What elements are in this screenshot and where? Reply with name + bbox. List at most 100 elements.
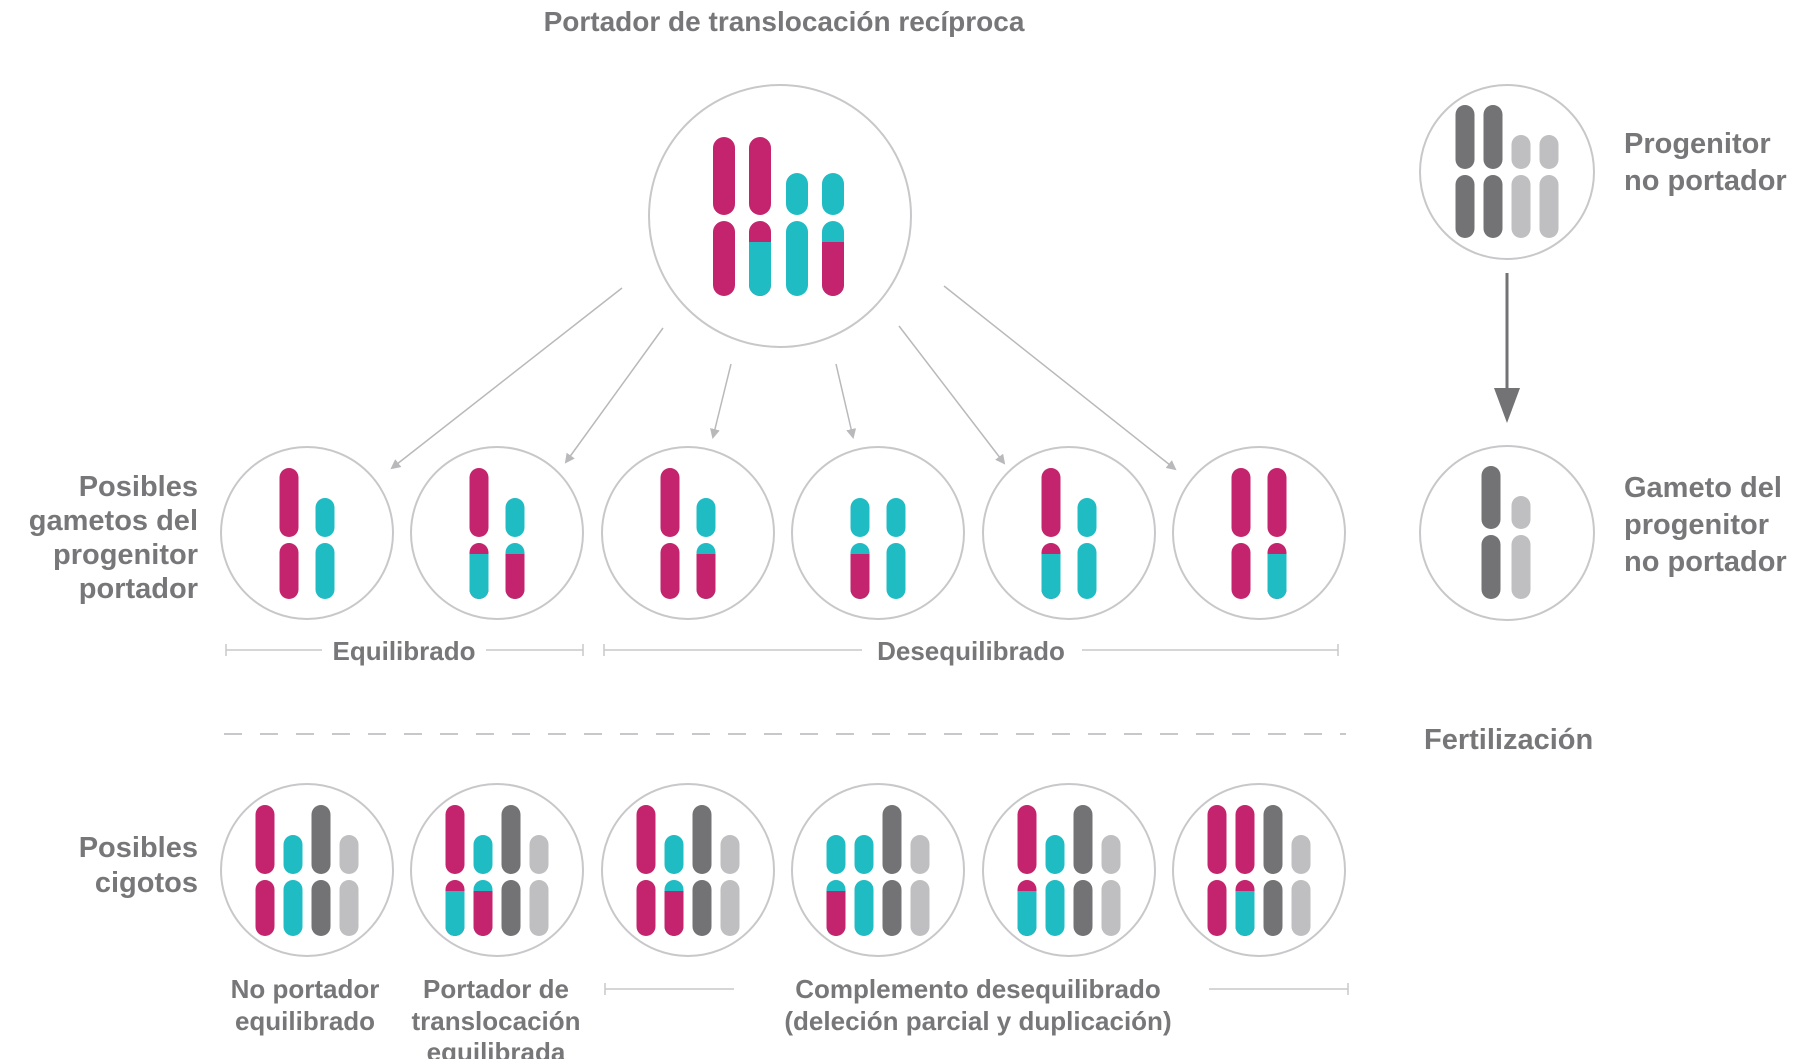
chromosome xyxy=(786,173,808,296)
zygote-row-label-line-1: Posibles xyxy=(79,832,198,864)
chromosome-upper-arm xyxy=(720,835,740,874)
gamete xyxy=(601,446,775,620)
chromosome-upper-arm xyxy=(1235,805,1255,874)
zygote-row xyxy=(220,783,1346,957)
chromosome xyxy=(1073,805,1093,936)
chromosome xyxy=(854,835,874,936)
chromosome xyxy=(822,173,844,296)
chromosome-lower-arm xyxy=(339,880,359,936)
chromosome xyxy=(469,468,489,599)
chromosome-translocated-segment xyxy=(850,554,870,599)
chromosome-lower-arm xyxy=(1101,880,1121,936)
chromosome-upper-arm xyxy=(822,173,844,215)
chromosome-upper-arm xyxy=(854,835,874,874)
chromosome-lower-arm xyxy=(910,880,930,936)
zygote-circle xyxy=(1172,783,1346,957)
noncarrier-gamete-chromosomes xyxy=(1481,466,1531,599)
chromosome xyxy=(501,805,521,936)
chromosome-upper-arm xyxy=(882,805,902,874)
gamete-row-label-line-2: gametos del xyxy=(29,505,198,537)
chromosome-upper-arm xyxy=(636,805,656,874)
chromosome-upper-arm xyxy=(1455,105,1475,169)
chromosome xyxy=(1511,135,1531,238)
chromosome xyxy=(1235,805,1255,936)
carrier-parent-chromosomes xyxy=(713,137,844,296)
chromosome xyxy=(473,835,493,936)
zygote xyxy=(220,783,394,957)
chromosome-lower-arm xyxy=(311,880,331,936)
chromosome-upper-arm xyxy=(1539,135,1559,169)
chromosome xyxy=(910,835,930,936)
gamete-circle xyxy=(601,446,775,620)
chromosome-upper-arm xyxy=(692,805,712,874)
zygote-row-label-line-2: cigotos xyxy=(95,867,198,899)
noncarrier-parent-label-line-2: no portador xyxy=(1624,165,1787,197)
chromosome xyxy=(445,805,465,936)
chromosome xyxy=(1017,805,1037,936)
chromosome-upper-arm xyxy=(1267,468,1287,537)
chromosome-upper-arm xyxy=(315,498,335,537)
chromosome xyxy=(720,835,740,936)
chromosome-lower-arm xyxy=(1207,880,1227,936)
chromosome-upper-arm xyxy=(279,468,299,537)
noncarrier-gamete-circle xyxy=(1419,445,1595,621)
zygote-circle xyxy=(791,783,965,957)
chromosome-upper-arm xyxy=(1073,805,1093,874)
noncarrier-parent-label-line-1: Progenitor xyxy=(1624,128,1771,160)
chromosome xyxy=(1267,468,1287,599)
chromosome-lower-arm xyxy=(1455,175,1475,238)
gamete-row-label-line-1: Posibles xyxy=(79,471,198,503)
carrier-caption-line-3: equilibrada xyxy=(427,1037,566,1059)
chromosome-upper-arm xyxy=(664,835,684,874)
chromosome xyxy=(636,805,656,936)
chromosome xyxy=(311,805,331,936)
gamete-circle xyxy=(410,446,584,620)
chromosome-upper-arm xyxy=(339,835,359,874)
chromosome-lower-arm xyxy=(1511,535,1531,599)
chromosome xyxy=(1101,835,1121,936)
chromosome-upper-arm xyxy=(1291,835,1311,874)
chromosome-upper-arm xyxy=(283,835,303,874)
noncarrier-gamete-label-line-3: no portador xyxy=(1624,546,1787,578)
zygote-row-label: Posibles cigotos xyxy=(79,832,198,899)
chromosome xyxy=(664,835,684,936)
gamete xyxy=(220,446,394,620)
chromosome-lower-arm xyxy=(660,543,680,599)
gamete-circle xyxy=(982,446,1156,620)
gamete xyxy=(791,446,965,620)
chromosome-lower-arm xyxy=(786,221,808,296)
chromosome-upper-arm xyxy=(1231,468,1251,537)
noncarrier-caption-line-1: No portador xyxy=(231,974,380,1004)
chromosome-upper-arm xyxy=(1077,498,1097,537)
chromosome xyxy=(529,835,549,936)
fertilization-label: Fertilización xyxy=(1424,724,1593,756)
chromosome-upper-arm xyxy=(473,835,493,874)
chromosome xyxy=(1511,496,1531,599)
chromosome xyxy=(1231,468,1251,599)
chromosome-upper-arm xyxy=(660,468,680,537)
chromosome-translocated-segment xyxy=(1017,891,1037,936)
chromosome-translocated-segment xyxy=(664,891,684,936)
chromosome-upper-arm xyxy=(1511,135,1531,169)
gamete xyxy=(1172,446,1346,620)
chromosome-lower-arm xyxy=(1483,175,1503,238)
chromosome-lower-arm xyxy=(854,880,874,936)
chromosome xyxy=(1207,805,1227,936)
chromosome-upper-arm xyxy=(696,498,716,537)
chromosome-upper-arm xyxy=(311,805,331,874)
chromosome-lower-arm xyxy=(1481,535,1501,599)
gamete-row xyxy=(220,446,1346,620)
chromosome-lower-arm xyxy=(882,880,902,936)
chromosome-upper-arm xyxy=(826,835,846,874)
chromosome xyxy=(1481,466,1501,599)
zygote xyxy=(410,783,584,957)
chromosome-upper-arm xyxy=(1263,805,1283,874)
chromosome-lower-arm xyxy=(1073,880,1093,936)
chromosome-upper-arm xyxy=(1041,468,1061,537)
chromosome-upper-arm xyxy=(886,498,906,537)
zygote-circle xyxy=(410,783,584,957)
chromosome-upper-arm xyxy=(1045,835,1065,874)
carrier-parent-circle xyxy=(648,84,912,348)
chromosome xyxy=(1041,468,1061,599)
zygote-circle xyxy=(220,783,394,957)
